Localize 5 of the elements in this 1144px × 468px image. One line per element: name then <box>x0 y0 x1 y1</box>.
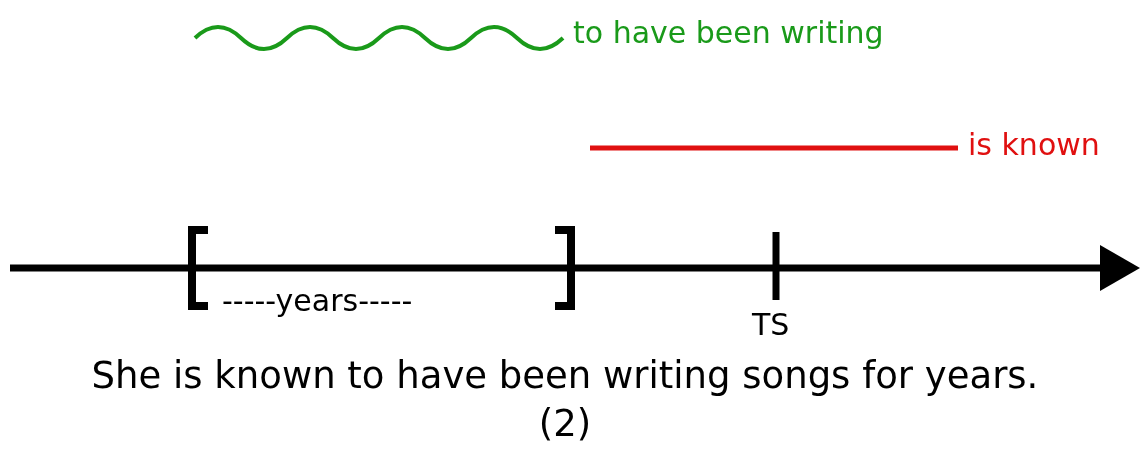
tick-label: TS <box>752 308 790 341</box>
duration-label: -----years----- <box>222 284 413 317</box>
phrase-label: to have been writing <box>573 16 884 49</box>
caption: She is known to have been writing songs for years. (2) <box>90 353 1040 448</box>
phrase-label: is known <box>968 128 1100 161</box>
